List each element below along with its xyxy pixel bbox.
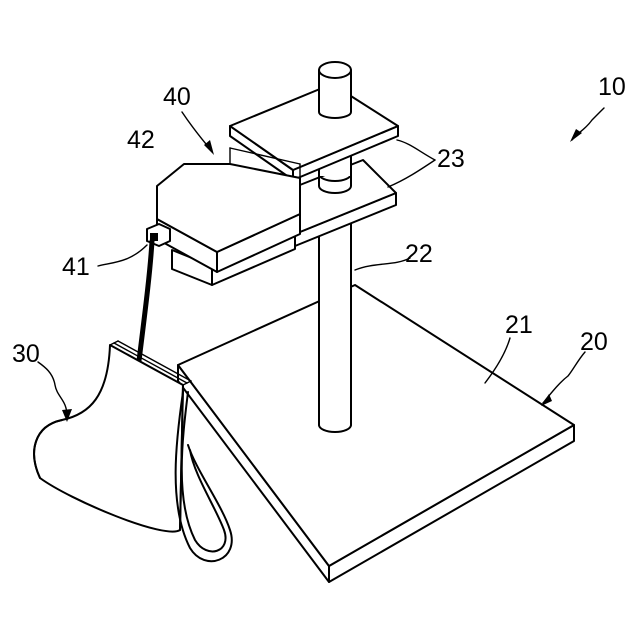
label-40: 40 bbox=[163, 83, 191, 111]
label-21: 21 bbox=[505, 311, 533, 339]
label-10: 10 bbox=[598, 73, 626, 101]
label-20: 20 bbox=[580, 328, 608, 356]
arrowhead-20 bbox=[541, 394, 552, 406]
sample-sheet bbox=[34, 345, 183, 532]
arrowhead-40 bbox=[204, 140, 214, 155]
label-22: 22 bbox=[405, 240, 433, 268]
upper-arm bbox=[230, 84, 398, 180]
label-42: 42 bbox=[127, 126, 155, 154]
label-41: 41 bbox=[62, 253, 90, 281]
pole-top bbox=[319, 62, 351, 118]
label-23: 23 bbox=[437, 145, 465, 173]
label-30: 30 bbox=[12, 340, 40, 368]
arrowhead-10 bbox=[570, 129, 582, 142]
